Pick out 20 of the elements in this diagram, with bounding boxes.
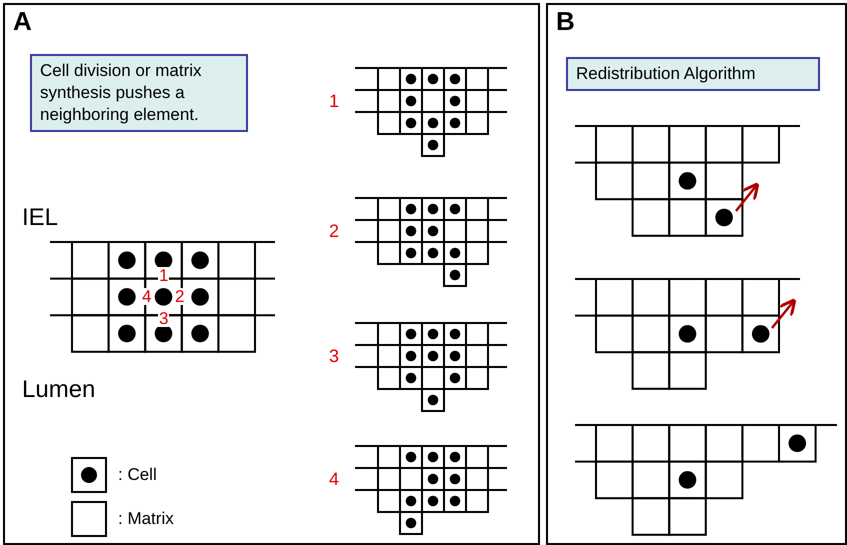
direction-number: 4 bbox=[141, 288, 152, 305]
direction-number: 1 bbox=[158, 267, 170, 284]
panel-letter: B bbox=[556, 5, 575, 37]
panel-frame bbox=[546, 3, 847, 545]
note-text: Redistribution Algorithm bbox=[576, 63, 757, 85]
legend-text: : Cell bbox=[118, 466, 157, 483]
note-box bbox=[30, 54, 248, 132]
step-number: 3 bbox=[329, 347, 340, 365]
legend-text: : Matrix bbox=[118, 510, 174, 527]
direction-number: 3 bbox=[158, 310, 170, 327]
panel-letter: A bbox=[13, 5, 32, 37]
step-number: 2 bbox=[329, 222, 340, 240]
layer-label: Lumen bbox=[22, 378, 96, 402]
note-box bbox=[566, 57, 820, 91]
step-number: 4 bbox=[329, 470, 340, 488]
layer-label: IEL bbox=[22, 206, 58, 230]
panel-frame bbox=[3, 3, 540, 545]
note-text: Cell division or matrix synthesis pushes a neighboring element. bbox=[40, 60, 203, 126]
step-number: 1 bbox=[329, 92, 340, 110]
direction-number: 2 bbox=[174, 288, 186, 305]
